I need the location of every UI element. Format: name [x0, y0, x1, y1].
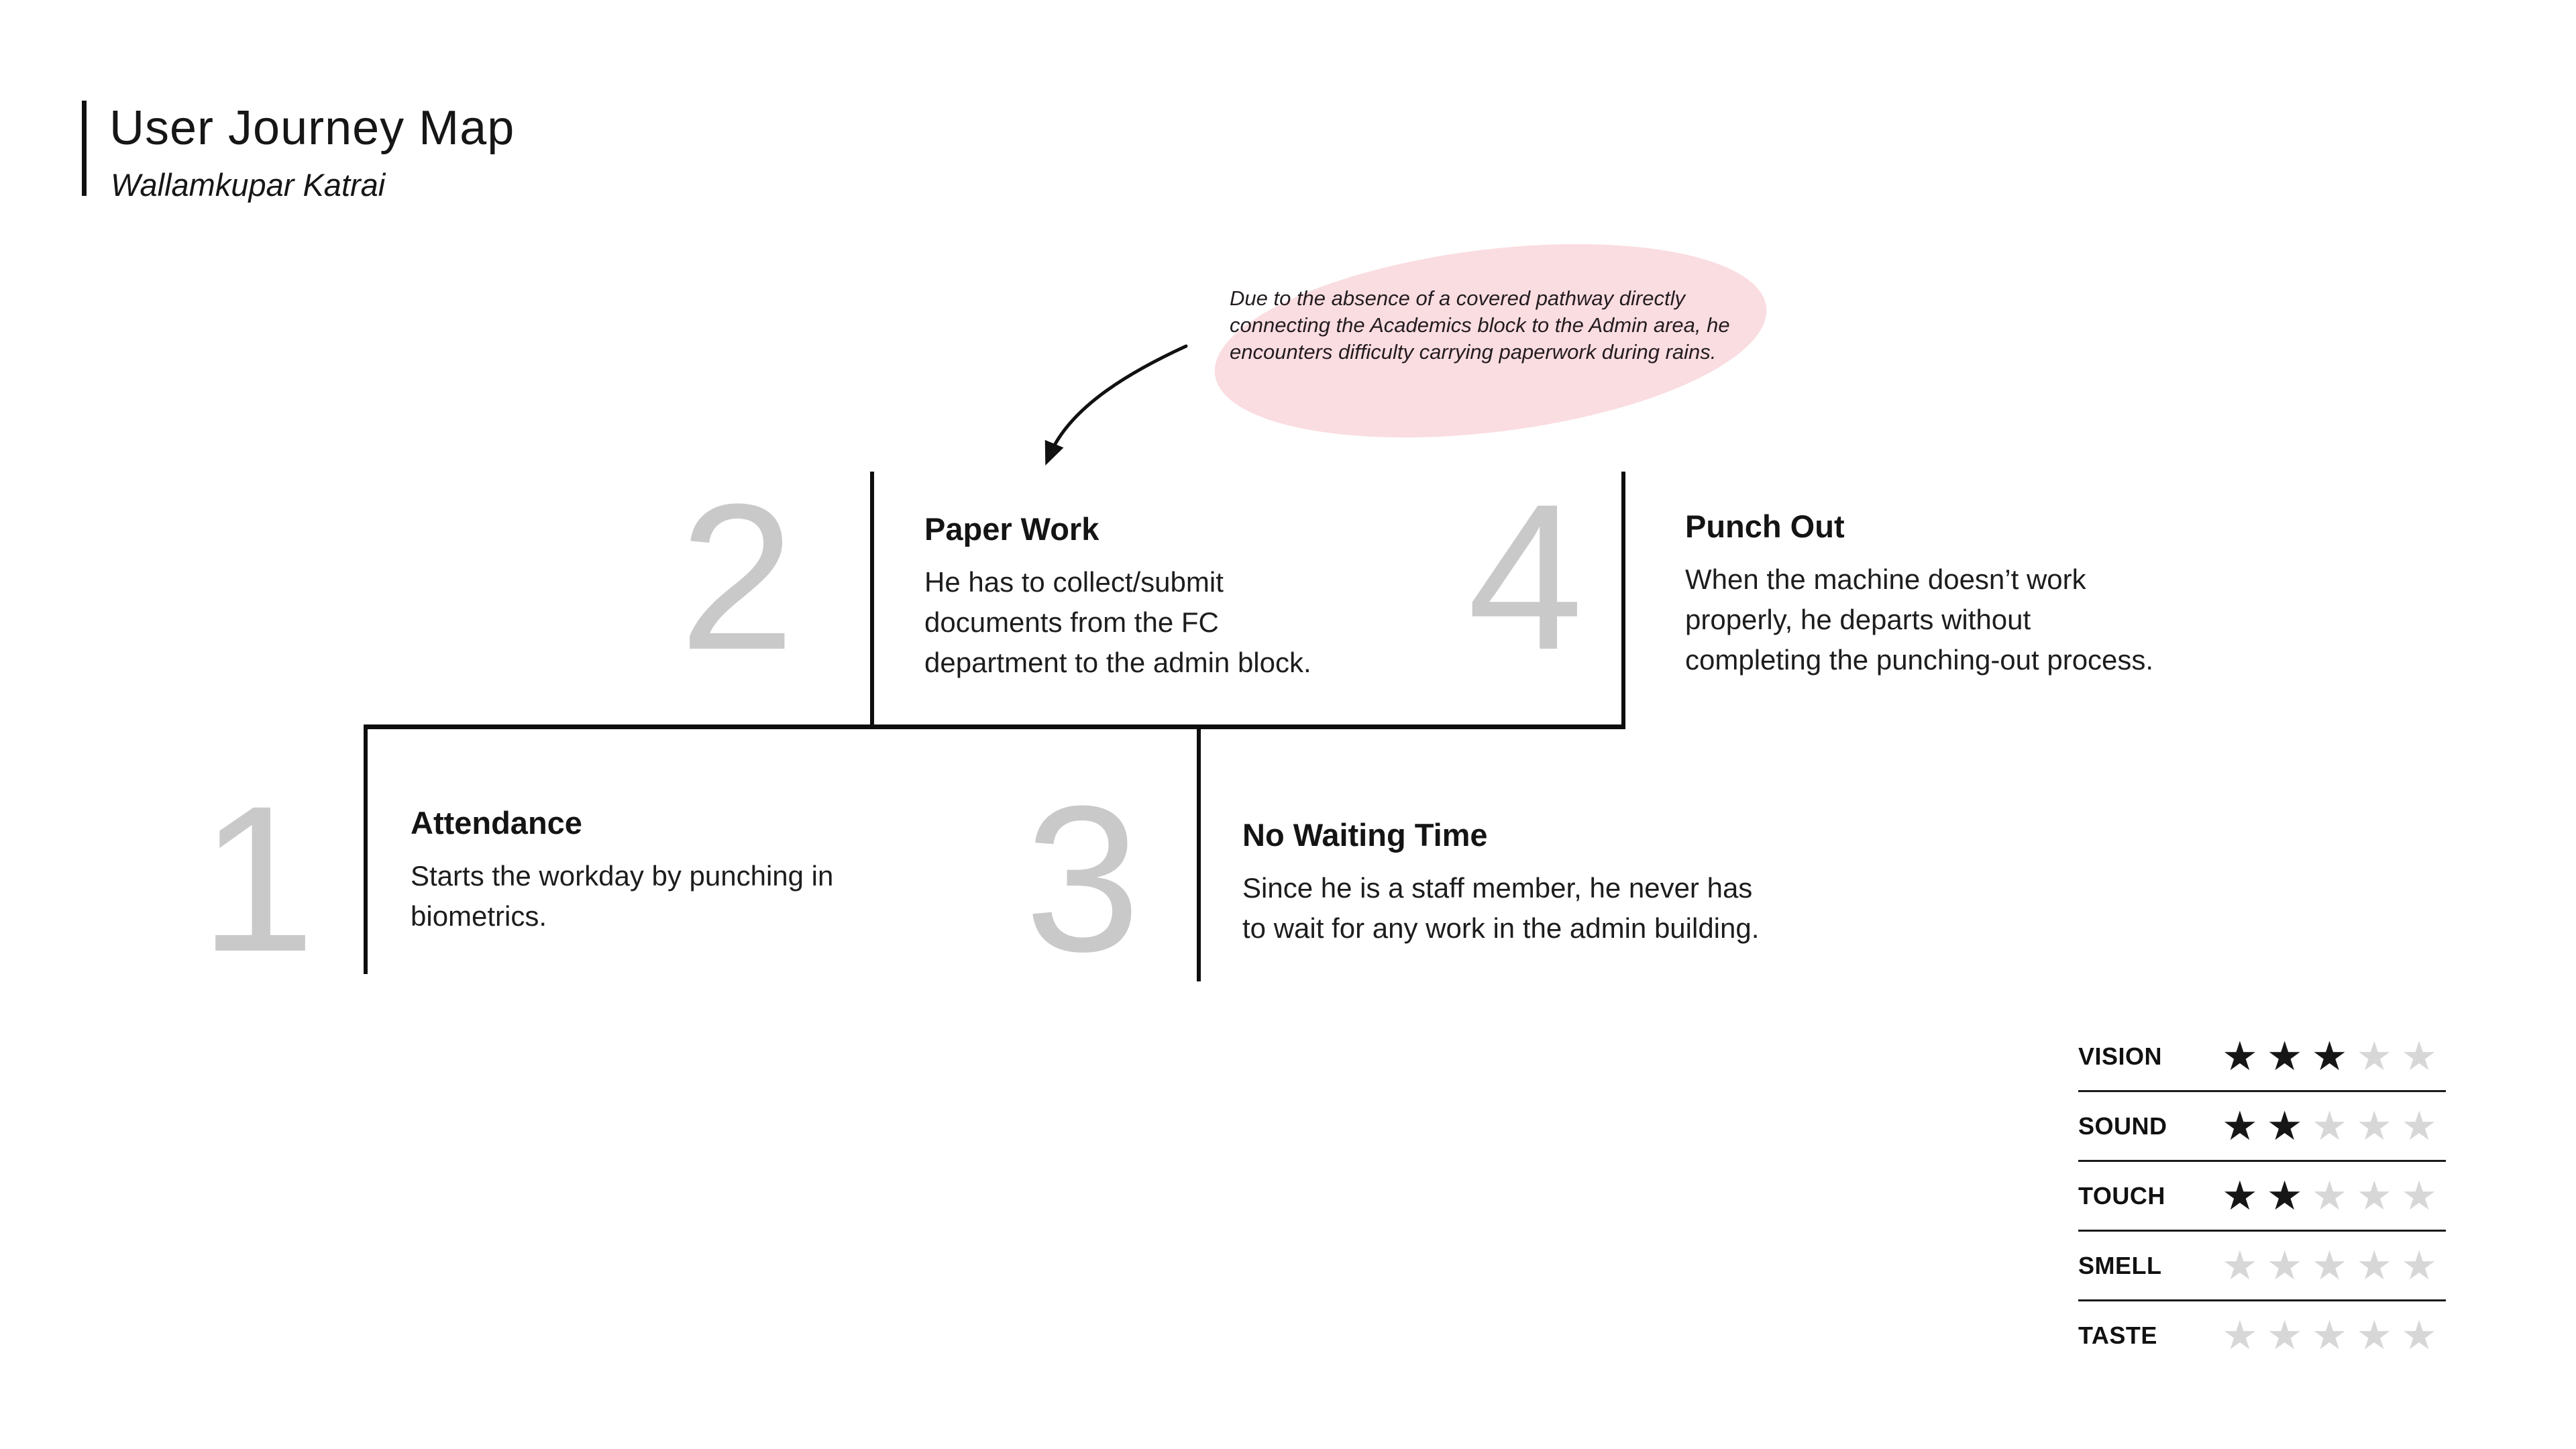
- star-empty-icon: ★: [2401, 1242, 2437, 1288]
- rating-row-touch: TOUCH ★★★★★: [2078, 1162, 2446, 1232]
- star-empty-icon: ★: [2401, 1312, 2437, 1358]
- step-block-no-waiting-time: No Waiting Time Since he is a staff memb…: [1242, 817, 1759, 949]
- star-empty-icon: ★: [2311, 1173, 2348, 1218]
- step-description-line: biometrics.: [411, 900, 547, 932]
- page-title: User Journey Map: [109, 101, 515, 155]
- step-title: No Waiting Time: [1242, 817, 1488, 853]
- star-filled-icon: ★: [2266, 1173, 2303, 1218]
- step-number-4: 4: [1467, 460, 1583, 693]
- step2-left-divider-line: [870, 472, 874, 729]
- rating-label: TOUCH: [2078, 1181, 2165, 1210]
- star-empty-icon: ★: [2222, 1242, 2258, 1288]
- annotation-line: Due to the absence of a covered pathway …: [1230, 286, 1685, 310]
- star-empty-icon: ★: [2311, 1103, 2348, 1148]
- annotation-line: encounters difficulty carrying paperwork…: [1230, 340, 1717, 364]
- rating-row-smell: SMELL ★★★★★: [2078, 1232, 2446, 1301]
- star-empty-icon: ★: [2311, 1312, 2348, 1358]
- star-filled-icon: ★: [2266, 1103, 2303, 1148]
- step-description-line: documents from the FC: [924, 606, 1219, 639]
- step-title: Paper Work: [924, 511, 1099, 547]
- star-rating: ★★★★★: [2222, 1106, 2437, 1146]
- step-description-line: When the machine doesn’t work: [1685, 564, 2086, 596]
- step-number-2: 2: [679, 460, 795, 693]
- annotation-note: Due to the absence of a covered pathway …: [1230, 285, 1730, 366]
- star-filled-icon: ★: [2222, 1103, 2258, 1148]
- star-empty-icon: ★: [2401, 1033, 2437, 1079]
- step-number-3: 3: [1024, 762, 1140, 995]
- rating-row-sound: SOUND ★★★★★: [2078, 1092, 2446, 1162]
- step-block-attendance: Attendance Starts the workday by punchin…: [411, 805, 833, 936]
- star-empty-icon: ★: [2401, 1173, 2437, 1218]
- step-number-1: 1: [199, 762, 315, 995]
- star-empty-icon: ★: [2222, 1312, 2258, 1358]
- star-empty-icon: ★: [2356, 1103, 2393, 1148]
- step2-right-divider-line: [1621, 472, 1625, 729]
- step-description-line: completing the punching-out process.: [1685, 644, 2154, 676]
- star-filled-icon: ★: [2222, 1033, 2258, 1079]
- star-empty-icon: ★: [2311, 1242, 2348, 1288]
- rating-row-taste: TASTE ★★★★★: [2078, 1301, 2446, 1369]
- star-empty-icon: ★: [2401, 1103, 2437, 1148]
- star-empty-icon: ★: [2266, 1242, 2303, 1288]
- journey-baseline: [364, 724, 1625, 729]
- rating-label: SOUND: [2078, 1112, 2167, 1140]
- step-block-punch-out: Punch Out When the machine doesn’t work …: [1685, 508, 2153, 680]
- star-empty-icon: ★: [2356, 1033, 2393, 1079]
- star-rating: ★★★★★: [2222, 1036, 2437, 1077]
- step-description-line: to wait for any work in the admin buildi…: [1242, 912, 1760, 945]
- star-rating: ★★★★★: [2222, 1312, 2437, 1358]
- star-empty-icon: ★: [2356, 1242, 2393, 1288]
- annotation-line: connecting the Academics block to the Ad…: [1230, 313, 1730, 337]
- star-filled-icon: ★: [2222, 1173, 2258, 1218]
- star-empty-icon: ★: [2356, 1312, 2393, 1358]
- step-description-line: properly, he departs without: [1685, 604, 2031, 636]
- star-empty-icon: ★: [2356, 1173, 2393, 1218]
- rating-label: VISION: [2078, 1042, 2163, 1070]
- title-accent-bar: [82, 101, 87, 196]
- sense-ratings-table: VISION ★★★★★ SOUND ★★★★★ TOUCH ★★★★★ SME…: [2078, 1022, 2446, 1369]
- rating-label: SMELL: [2078, 1251, 2162, 1279]
- step-description-line: Starts the workday by punching in: [411, 860, 834, 892]
- step-description-line: department to the admin block.: [924, 647, 1311, 679]
- rating-row-vision: VISION ★★★★★: [2078, 1022, 2446, 1092]
- star-rating: ★★★★★: [2222, 1242, 2437, 1288]
- step-block-paper-work: Paper Work He has to collect/submit docu…: [924, 511, 1311, 683]
- step-description-line: Since he is a staff member, he never has: [1242, 872, 1753, 904]
- curved-arrow-icon: [1044, 344, 1188, 466]
- step-title: Attendance: [411, 805, 582, 841]
- star-filled-icon: ★: [2311, 1033, 2348, 1079]
- star-filled-icon: ★: [2266, 1033, 2303, 1079]
- rating-label: TASTE: [2078, 1321, 2157, 1349]
- step-description-line: He has to collect/submit: [924, 566, 1224, 598]
- page-subtitle: Wallamkupar Katrai: [111, 167, 386, 203]
- step3-divider-line: [1197, 727, 1201, 981]
- step1-divider-line: [364, 724, 368, 974]
- star-rating: ★★★★★: [2222, 1173, 2437, 1218]
- star-empty-icon: ★: [2266, 1312, 2303, 1358]
- step-title: Punch Out: [1685, 508, 1845, 544]
